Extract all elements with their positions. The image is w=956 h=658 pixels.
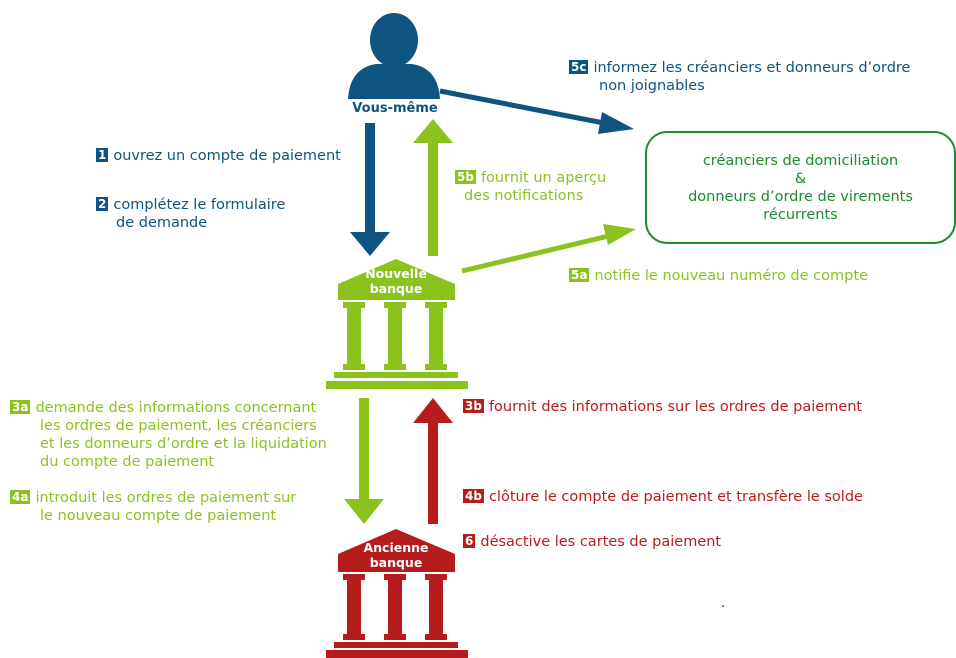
old-bank-label-line1: Ancienne [363,540,429,555]
step-2-label: 2 complétez le formulaire de demande [96,196,285,232]
old-bank-icon [326,529,468,658]
creditors-box-line2: & [794,170,807,187]
step-3a-line1: demande des informations concernant [35,400,317,416]
step-6-line1: désactive les cartes de paiement [480,534,722,550]
step-1-label: 1 ouvrez un compte de paiement [96,147,341,165]
old-bank-label: Ancienne banque [346,540,446,570]
step-5b-label: 5b fournit un aperçu des notifications [455,169,606,205]
step-3b-line1: fournit des informations sur les ordres … [488,399,863,415]
new-bank-icon [326,259,468,389]
person-icon [348,13,440,99]
step-3a-badge: 3a [10,400,31,414]
step-4a-label: 4a introduit les ordres de paiement sur l… [10,489,296,525]
step-3b-label: 3b fournit des informations sur les ordre… [463,398,862,416]
step-3a-label: 3a demande des informations concernant le… [10,399,327,471]
step-3a-line3: et les donneurs d’ordre et la liquidatio… [40,436,327,452]
step-4a-line1: introduit les ordres de paiement sur [35,490,297,506]
step-2-line2: de demande [116,215,208,231]
step-4b-badge: 4b [463,489,484,503]
step-3a-line2: les ordres de paiement, les créanciers [40,418,317,434]
stray-dot [722,605,724,607]
creditors-box: créanciers de domiciliation & donneurs d… [645,131,956,244]
arrow-old-bank-to-new-bank [413,398,453,524]
step-2-line1: complétez le formulaire [113,197,286,213]
new-bank-label: Nouvelle banque [346,266,446,296]
step-4b-label: 4b clôture le compte de paiement et trans… [463,488,863,506]
step-1-badge: 1 [96,148,109,162]
step-5c-badge: 5c [569,60,589,74]
step-3a-line4: du compte de paiement [40,454,215,470]
step-5b-line2: des notifications [464,188,584,204]
arrow-new-bank-to-old-bank [344,398,384,524]
person-label: Vous-même [352,101,438,116]
creditors-box-line4: récurrents [763,206,838,223]
old-bank-label-line2: banque [369,555,423,570]
step-6-label: 6 désactive les cartes de paiement [463,533,721,551]
new-bank-label-line1: Nouvelle [365,266,427,281]
arrow-person-to-new-bank [350,123,390,256]
step-6-badge: 6 [463,534,476,548]
step-5a-label: 5a notifie le nouveau numéro de compte [569,267,868,285]
new-bank-label-line2: banque [369,281,423,296]
step-4b-line1: clôture le compte de paiement et transfè… [488,489,863,505]
step-5c-line2: non joignables [599,78,705,94]
step-5b-badge: 5b [455,170,476,184]
step-5c-line1: informez les créanciers et donneurs d’or… [593,60,911,76]
step-4a-badge: 4a [10,490,31,504]
arrow-new-bank-to-creditors [461,224,636,274]
step-4a-line2: le nouveau compte de paiement [40,508,277,524]
arrow-person-to-creditors [439,88,634,134]
step-5a-badge: 5a [569,268,590,282]
creditors-box-line3: donneurs d’ordre de virements [688,188,913,205]
step-5c-label: 5c informez les créanciers et donneurs d’… [569,59,910,95]
creditors-box-line1: créanciers de domiciliation [702,152,899,169]
step-2-badge: 2 [96,197,109,211]
step-1-line1: ouvrez un compte de paiement [113,148,341,164]
step-3b-badge: 3b [463,399,484,413]
step-5b-line1: fournit un aperçu [480,170,607,186]
arrow-new-bank-to-person [413,119,453,256]
step-5a-line1: notifie le nouveau numéro de compte [594,268,868,284]
